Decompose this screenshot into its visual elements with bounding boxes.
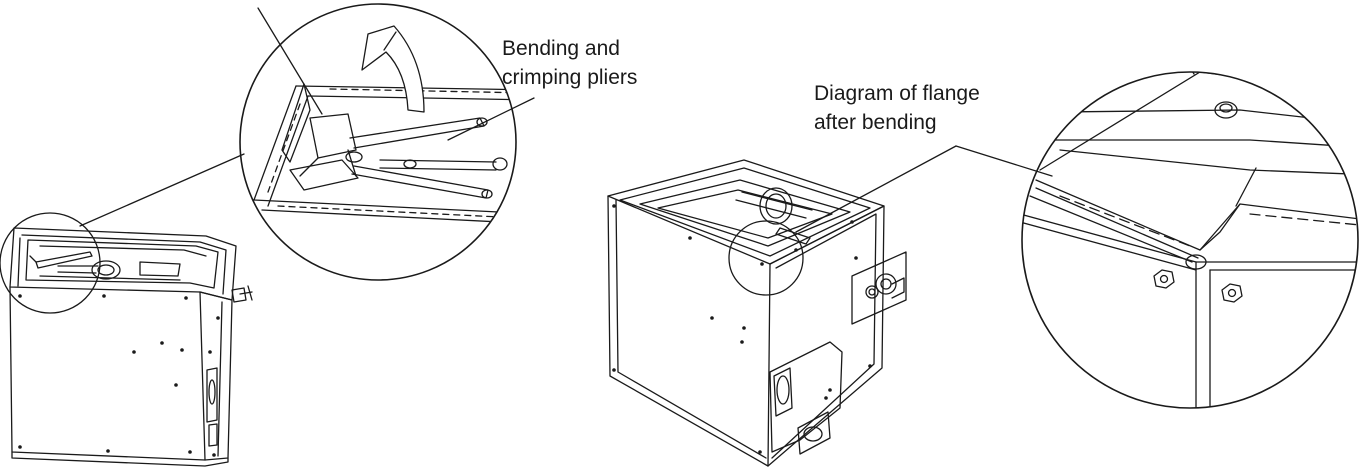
pliers-callout-label: Bending and crimping pliers: [502, 34, 637, 92]
pliers-zoom-view: [239, 3, 535, 281]
left-unit-screws: [18, 294, 220, 457]
right-unit-screws: [612, 204, 872, 454]
flange-callout-line-1: Diagram of flange: [814, 82, 980, 105]
pliers-callout-line-1: Bending and: [502, 37, 620, 60]
flange-callout-label: Diagram of flange after bending: [814, 79, 980, 137]
pliers-callout-line-2: crimping pliers: [502, 66, 638, 89]
flange-zoom-view: [1021, 71, 1359, 409]
flange-callout-line-2: after bending: [814, 111, 937, 134]
left-unit: [0, 153, 253, 467]
right-unit: [607, 145, 1053, 467]
